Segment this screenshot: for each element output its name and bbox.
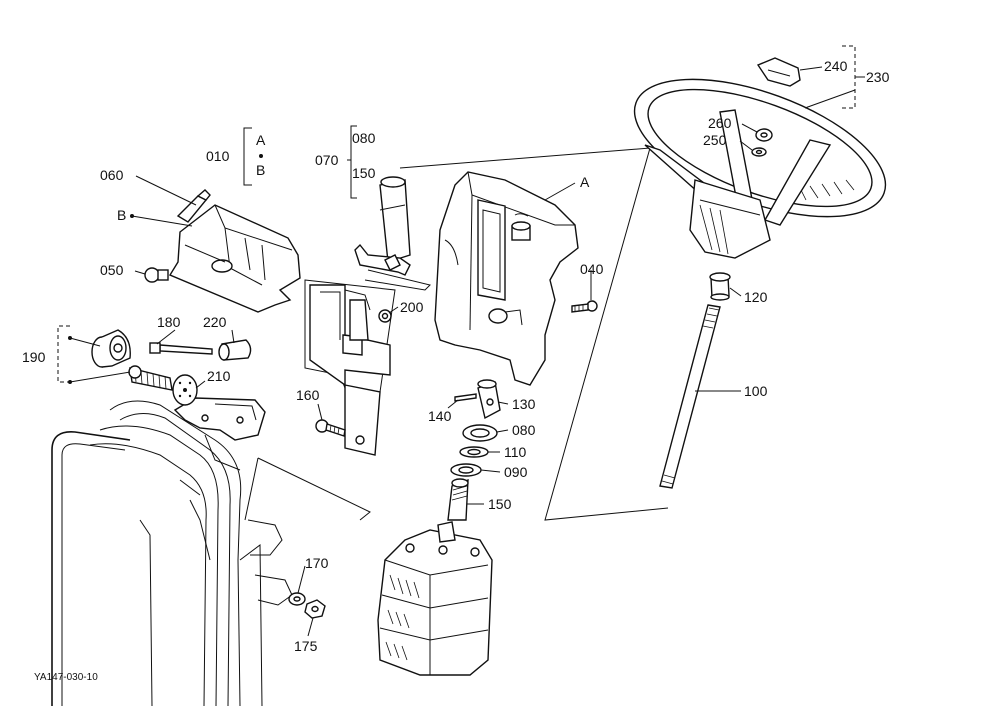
label-070: 070 bbox=[315, 152, 339, 168]
label-170: 170 bbox=[305, 555, 329, 571]
label-050: 050 bbox=[100, 262, 124, 278]
label-010: 010 bbox=[206, 148, 230, 164]
nut-170 bbox=[288, 592, 306, 606]
label-100: 100 bbox=[744, 383, 768, 399]
label-160: 160 bbox=[296, 387, 320, 403]
bolt-160 bbox=[315, 419, 346, 437]
washer-250 bbox=[751, 147, 767, 157]
group-brace-230 bbox=[842, 45, 856, 109]
label-110: 110 bbox=[504, 444, 527, 460]
label-240: 240 bbox=[824, 58, 848, 74]
cab-frame bbox=[51, 400, 293, 706]
label-080-top: 080 bbox=[352, 130, 376, 146]
nut-260 bbox=[755, 128, 773, 142]
hydraulic-steering-unit bbox=[377, 521, 493, 676]
label-090: 090 bbox=[504, 464, 528, 480]
screw-040 bbox=[571, 300, 598, 313]
group-brace-010 bbox=[243, 127, 263, 186]
label-130: 130 bbox=[512, 396, 536, 412]
pin-180 bbox=[149, 342, 213, 355]
label-260: 260 bbox=[708, 115, 732, 131]
bushing-120 bbox=[709, 272, 731, 301]
label-150-top: 150 bbox=[352, 165, 376, 181]
part-labels: 010 A B 060 B 050 080 070 150 A 040 200 … bbox=[22, 58, 890, 683]
switch-assembly-190 bbox=[91, 329, 173, 391]
label-b-top: B bbox=[256, 162, 265, 178]
coupling-130 bbox=[477, 379, 501, 420]
label-180: 180 bbox=[157, 314, 181, 330]
label-175: 175 bbox=[294, 638, 318, 654]
shaft-150 bbox=[447, 478, 469, 521]
label-250: 250 bbox=[703, 132, 727, 148]
knob-050 bbox=[144, 267, 169, 283]
washer-110 bbox=[459, 446, 489, 458]
label-040: 040 bbox=[580, 261, 604, 277]
label-a-top: A bbox=[256, 132, 266, 148]
steering-shaft-100 bbox=[659, 304, 721, 489]
dashboard-panel-a bbox=[399, 147, 669, 521]
label-220: 220 bbox=[203, 314, 227, 330]
cap-220 bbox=[218, 339, 252, 361]
leader-lines bbox=[69, 66, 865, 637]
label-060: 060 bbox=[100, 167, 124, 183]
label-210: 210 bbox=[207, 368, 231, 384]
label-140: 140 bbox=[428, 408, 452, 424]
pin-140 bbox=[454, 393, 477, 402]
label-150-lower: 150 bbox=[488, 496, 512, 512]
figure-code: YA147-030-10 bbox=[34, 672, 98, 683]
label-230: 230 bbox=[866, 69, 890, 85]
label-b-cover: B bbox=[117, 207, 126, 223]
group-brace-070 bbox=[345, 125, 357, 199]
label-200: 200 bbox=[400, 299, 424, 315]
horn-cap-240 bbox=[756, 57, 801, 87]
snap-ring-090 bbox=[450, 463, 482, 477]
label-120: 120 bbox=[744, 289, 768, 305]
mounting-bracket-plate bbox=[173, 397, 266, 471]
label-190: 190 bbox=[22, 349, 46, 365]
cover-b bbox=[168, 204, 301, 313]
label-080-lower: 080 bbox=[512, 422, 536, 438]
column-bracket bbox=[304, 176, 431, 456]
assembly-outline-lower bbox=[257, 457, 371, 521]
bearing-080 bbox=[462, 424, 498, 442]
washer-210 bbox=[172, 374, 198, 406]
group-brace-190 bbox=[57, 325, 72, 384]
label-a-panel: A bbox=[580, 174, 590, 190]
nut-175 bbox=[304, 599, 326, 619]
